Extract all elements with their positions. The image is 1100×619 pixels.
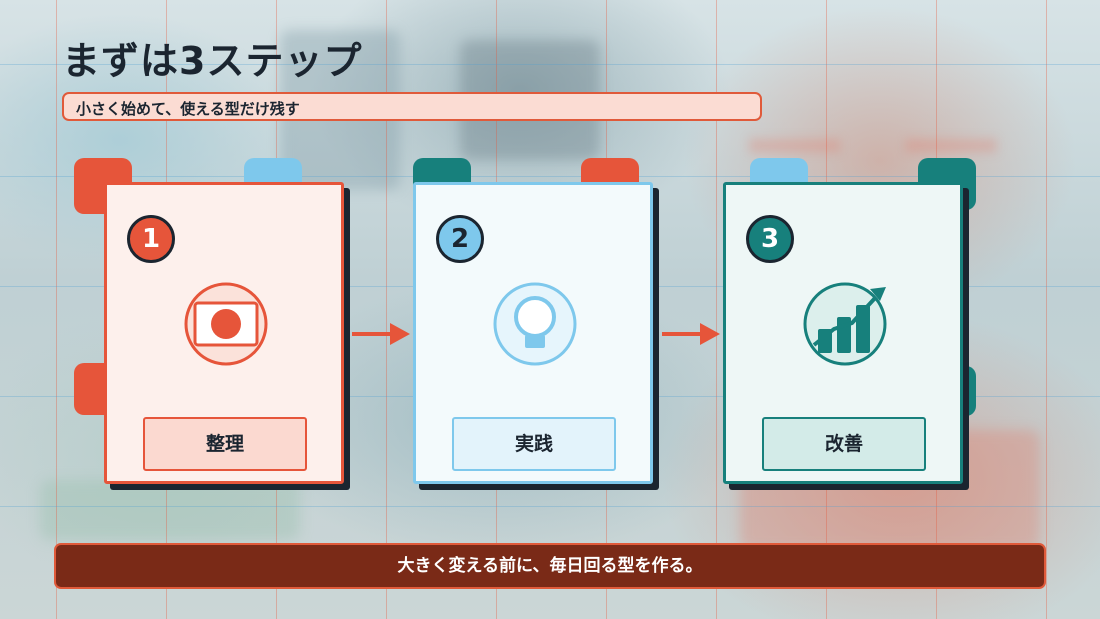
growth-chart-icon	[800, 279, 890, 369]
subtitle-text: 小さく始めて、使える型だけ残す	[76, 100, 300, 118]
step-label-3: 改善	[762, 417, 926, 471]
footer-message: 大きく変える前に、毎日回る型を作る。	[54, 543, 1046, 589]
step-card-2: 2 実践	[413, 182, 653, 484]
step-card-3: 3 改善	[723, 182, 963, 484]
step-card-1: 1 整理	[104, 182, 344, 484]
step-label-1: 整理	[143, 417, 307, 471]
step-number-1: 1	[127, 215, 175, 263]
arrow-right-icon	[662, 319, 722, 349]
step-label-2: 実践	[452, 417, 616, 471]
page-title: まずは3ステップ	[62, 39, 363, 83]
lightbulb-icon	[490, 279, 580, 369]
step-number-3: 3	[746, 215, 794, 263]
step-number-2: 2	[436, 215, 484, 263]
arrow-right-icon	[352, 319, 412, 349]
subtitle-bar: 小さく始めて、使える型だけ残す	[62, 92, 762, 121]
document-icon	[181, 279, 271, 369]
